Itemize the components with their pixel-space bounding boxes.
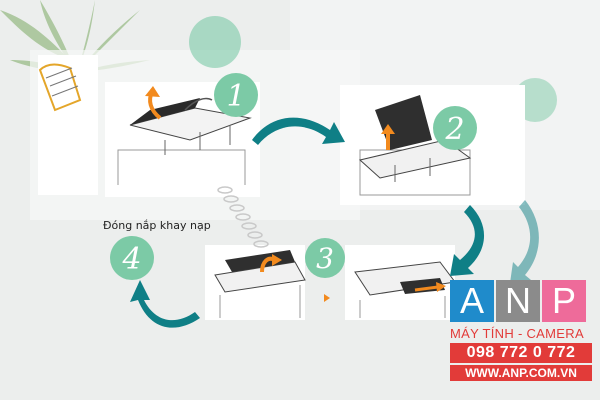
step-3-number: 3 (316, 242, 334, 275)
step-3b-panel (345, 245, 456, 320)
step-3-panel (205, 245, 306, 320)
faded-step-circle (189, 16, 241, 68)
logo-letter-a: A (450, 280, 494, 322)
logo-letters: A N P (450, 280, 592, 322)
step-4-caption: Đóng nắp khay nạp (103, 219, 211, 232)
step-2-circle (433, 106, 477, 150)
step-4-number: 4 (121, 242, 141, 277)
logo-phone: 098 772 0 772 (450, 343, 592, 363)
step-3-circle (305, 238, 345, 278)
step-1-number: 1 (226, 79, 245, 114)
flow-arrows (130, 117, 539, 328)
step-2-panel (340, 85, 525, 205)
partial-printer-image (38, 55, 98, 195)
next-indicator (324, 294, 330, 302)
anp-logo: A N P MÁY TÍNH - CAMERA 098 772 0 772 WW… (450, 280, 592, 381)
logo-letter-p: P (542, 280, 586, 322)
step-4-circle (110, 236, 154, 280)
logo-website: WWW.ANP.COM.VN (450, 365, 592, 381)
logo-letter-n: N (496, 280, 540, 322)
step-2-number: 2 (444, 112, 464, 147)
logo-tagline: MÁY TÍNH - CAMERA (450, 326, 584, 341)
step-1-circle (214, 73, 258, 117)
spiral-binding (217, 186, 269, 248)
